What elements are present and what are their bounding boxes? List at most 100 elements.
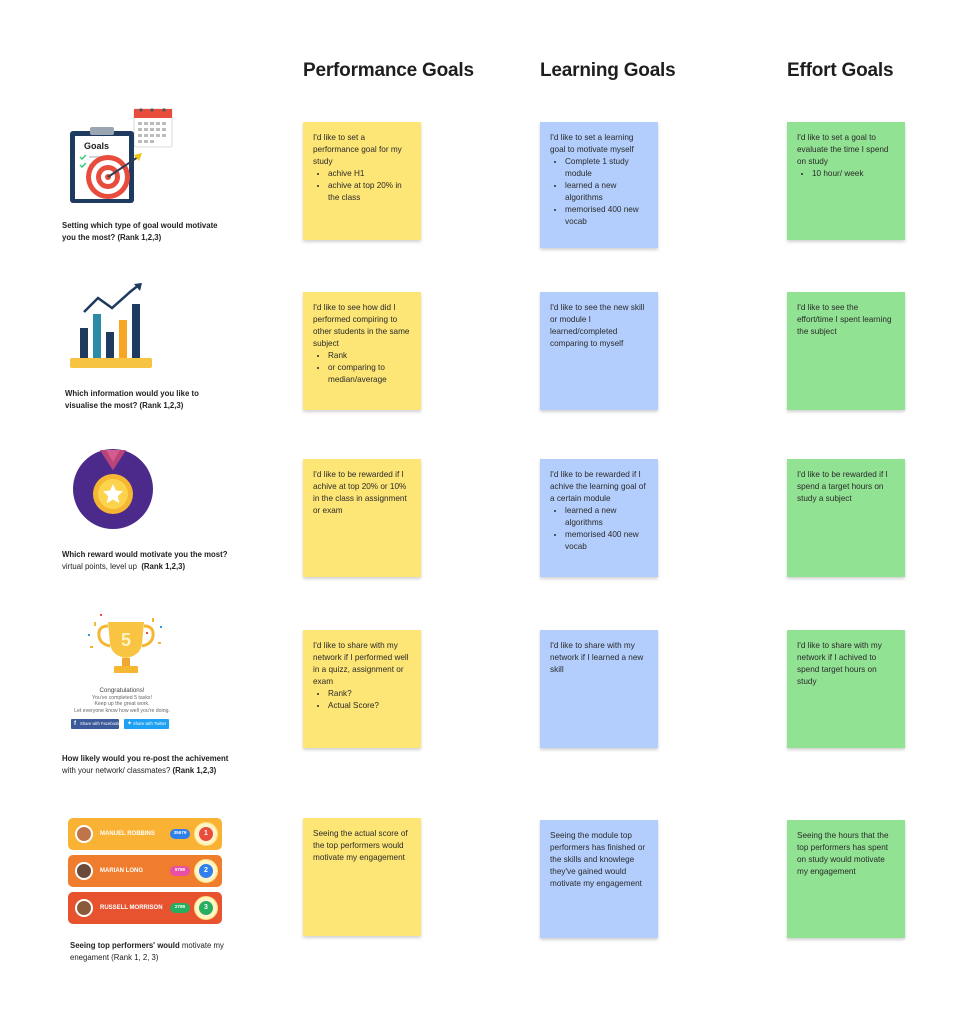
congrats-line-1: You've completed 5 tasks!: [92, 695, 152, 702]
rank-circle-icon: [199, 901, 213, 915]
note-learning-reward[interactable]: I'd like to be rewarded if I achive the …: [540, 459, 658, 577]
avatar: [75, 862, 93, 880]
leaderboard-name: RUSSELL MORRISON: [100, 905, 163, 911]
note-bullet: Complete 1 study module: [565, 156, 649, 180]
svg-text:Goals: Goals: [84, 141, 109, 151]
note-performance-share[interactable]: I'd like to share with my network if I p…: [303, 630, 421, 748]
question-visualise: Which information would you like to visu…: [65, 388, 215, 412]
leaderboard-rank: 1: [204, 830, 208, 837]
note-bullet: 10 hour/ week: [812, 168, 896, 180]
question-text: Seeing top performers' would: [70, 941, 180, 950]
question-text: Which reward would motivate you the most…: [62, 550, 228, 559]
note-text: Seeing the actual score of the top perfo…: [313, 829, 408, 862]
bar-chart-icon: [68, 282, 156, 372]
leaderboard-row: MARIAN LONG 9789 2: [68, 855, 222, 887]
leaderboard-name: MANUEL ROBBINS: [100, 831, 155, 837]
note-learning-goal-type[interactable]: I'd like to set a learning goal to motiv…: [540, 122, 658, 248]
column-title-learning: Learning Goals: [540, 60, 676, 81]
leaderboard-name: MARIAN LONG: [100, 868, 143, 874]
note-bullet: learned a new algorithms: [565, 505, 649, 529]
note-performance-top-performers[interactable]: Seeing the actual score of the top perfo…: [303, 818, 421, 936]
note-text: I'd like to share with my network if I a…: [797, 641, 882, 686]
note-bullet: Rank?: [328, 688, 412, 700]
note-text: I'd like to set a performance goal for m…: [313, 133, 402, 166]
note-bullet: memorised 400 new vocab: [565, 204, 649, 228]
star-badge-icon: [170, 829, 190, 839]
note-bullets: learned a new algorithms memorised 400 n…: [550, 505, 649, 553]
facebook-icon: f: [74, 721, 76, 727]
note-text: Seeing the hours that the top performers…: [797, 831, 889, 876]
avatar: [75, 825, 93, 843]
note-text: I'd like to set a learning goal to motiv…: [550, 133, 634, 154]
leaderboard-score: 9789: [174, 867, 186, 872]
note-bullets: 10 hour/ week: [797, 168, 896, 180]
avatar: [75, 899, 93, 917]
leaderboard-score: 35679: [173, 830, 187, 835]
note-performance-visualise[interactable]: I'd like to see how did I performed comp…: [303, 292, 421, 410]
note-bullets: achive H1 achive at top 20% in the class: [313, 168, 412, 204]
share-facebook-label: Share with Facebook: [80, 721, 120, 726]
question-text: Which information would you like to visu…: [65, 389, 199, 410]
note-text: I'd like to see the new skill or module …: [550, 303, 645, 348]
question-text: How likely would you re-post the achivem…: [62, 754, 229, 763]
question-subtext: virtual points, level up: [62, 562, 137, 571]
leaderboard-row: MANUEL ROBBINS 35679 1: [68, 818, 222, 850]
share-twitter-button[interactable]: ✦ Share with Twitter: [124, 719, 169, 729]
leaderboard-score: 2789: [174, 904, 186, 909]
note-bullets: Complete 1 study module learned a new al…: [550, 156, 649, 228]
question-top-performers: Seeing top performers' would motivate my…: [70, 940, 250, 964]
note-bullets: Rank? Actual Score?: [313, 688, 412, 712]
leaderboard-rank: 2: [204, 867, 208, 874]
note-bullet: memorised 400 new vocab: [565, 529, 649, 553]
goals-target-icon: Goals: [62, 105, 182, 210]
note-learning-visualise[interactable]: I'd like to see the new skill or module …: [540, 292, 658, 410]
share-twitter-label: Share with Twitter: [133, 721, 167, 726]
question-subtext: with your network/ classmates?: [62, 766, 171, 775]
question-goal-type: Setting which type of goal would motivat…: [62, 220, 232, 244]
congrats-card: Congratulations! You've completed 5 task…: [70, 687, 174, 714]
note-learning-share[interactable]: I'd like to share with my network if I l…: [540, 630, 658, 748]
medal-icon: [72, 448, 154, 530]
note-text: I'd like to see how did I performed comp…: [313, 303, 410, 348]
congrats-line-2: Keep up the great work.: [94, 701, 150, 708]
note-effort-visualise[interactable]: I'd like to see the effort/time I spent …: [787, 292, 905, 410]
note-performance-goal-type[interactable]: I'd like to set a performance goal for m…: [303, 122, 421, 240]
question-subtext: motivate my enegament (Rank 1, 2, 3): [70, 941, 224, 962]
leaderboard-rank: 3: [204, 904, 208, 911]
note-effort-goal-type[interactable]: I'd like to set a goal to evaluate the t…: [787, 122, 905, 240]
note-bullet: achive H1: [328, 168, 412, 180]
note-bullet: achive at top 20% in the class: [328, 180, 412, 204]
note-text: I'd like to be rewarded if I achive at t…: [313, 470, 407, 515]
question-reward: Which reward would motivate you the most…: [62, 549, 262, 573]
note-effort-share[interactable]: I'd like to share with my network if I a…: [787, 630, 905, 748]
note-bullet: or comparing to median/average: [328, 362, 412, 386]
star-badge-icon: [170, 903, 190, 913]
note-text: I'd like to see the effort/time I spent …: [797, 303, 892, 336]
note-text: I'd like to be rewarded if I spend a tar…: [797, 470, 888, 503]
trophy-icon: 5: [86, 612, 166, 682]
twitter-icon: ✦: [127, 721, 133, 727]
star-badge-icon: [170, 866, 190, 876]
congrats-line-3: Let everyone know how well you're doing.: [74, 707, 170, 714]
note-bullet: Rank: [328, 350, 412, 362]
question-rank: (Rank 1,2,3): [141, 562, 186, 571]
column-title-effort: Effort Goals: [787, 60, 894, 81]
question-text: Setting which type of goal would motivat…: [62, 221, 218, 242]
note-learning-top-performers[interactable]: Seeing the module top performers has fin…: [540, 820, 658, 938]
note-text: I'd like to share with my network if I p…: [313, 641, 409, 686]
note-text: Seeing the module top performers has fin…: [550, 831, 646, 888]
note-text: I'd like to set a goal to evaluate the t…: [797, 133, 889, 166]
note-performance-reward[interactable]: I'd like to be rewarded if I achive at t…: [303, 459, 421, 577]
rank-circle-icon: [199, 864, 213, 878]
question-rank: (Rank 1,2,3): [172, 766, 217, 775]
column-title-performance: Performance Goals: [303, 60, 474, 81]
note-bullet: Actual Score?: [328, 700, 412, 712]
share-facebook-button[interactable]: f Share with Facebook: [71, 719, 119, 729]
note-bullets: Rank or comparing to median/average: [313, 350, 412, 386]
note-effort-top-performers[interactable]: Seeing the hours that the top performers…: [787, 820, 905, 938]
note-text: I'd like to be rewarded if I achive the …: [550, 470, 646, 503]
congrats-heading: Congratulations!: [99, 687, 145, 694]
trophy-number: 5: [121, 630, 131, 650]
note-effort-reward[interactable]: I'd like to be rewarded if I spend a tar…: [787, 459, 905, 577]
note-bullet: learned a new algorithms: [565, 180, 649, 204]
